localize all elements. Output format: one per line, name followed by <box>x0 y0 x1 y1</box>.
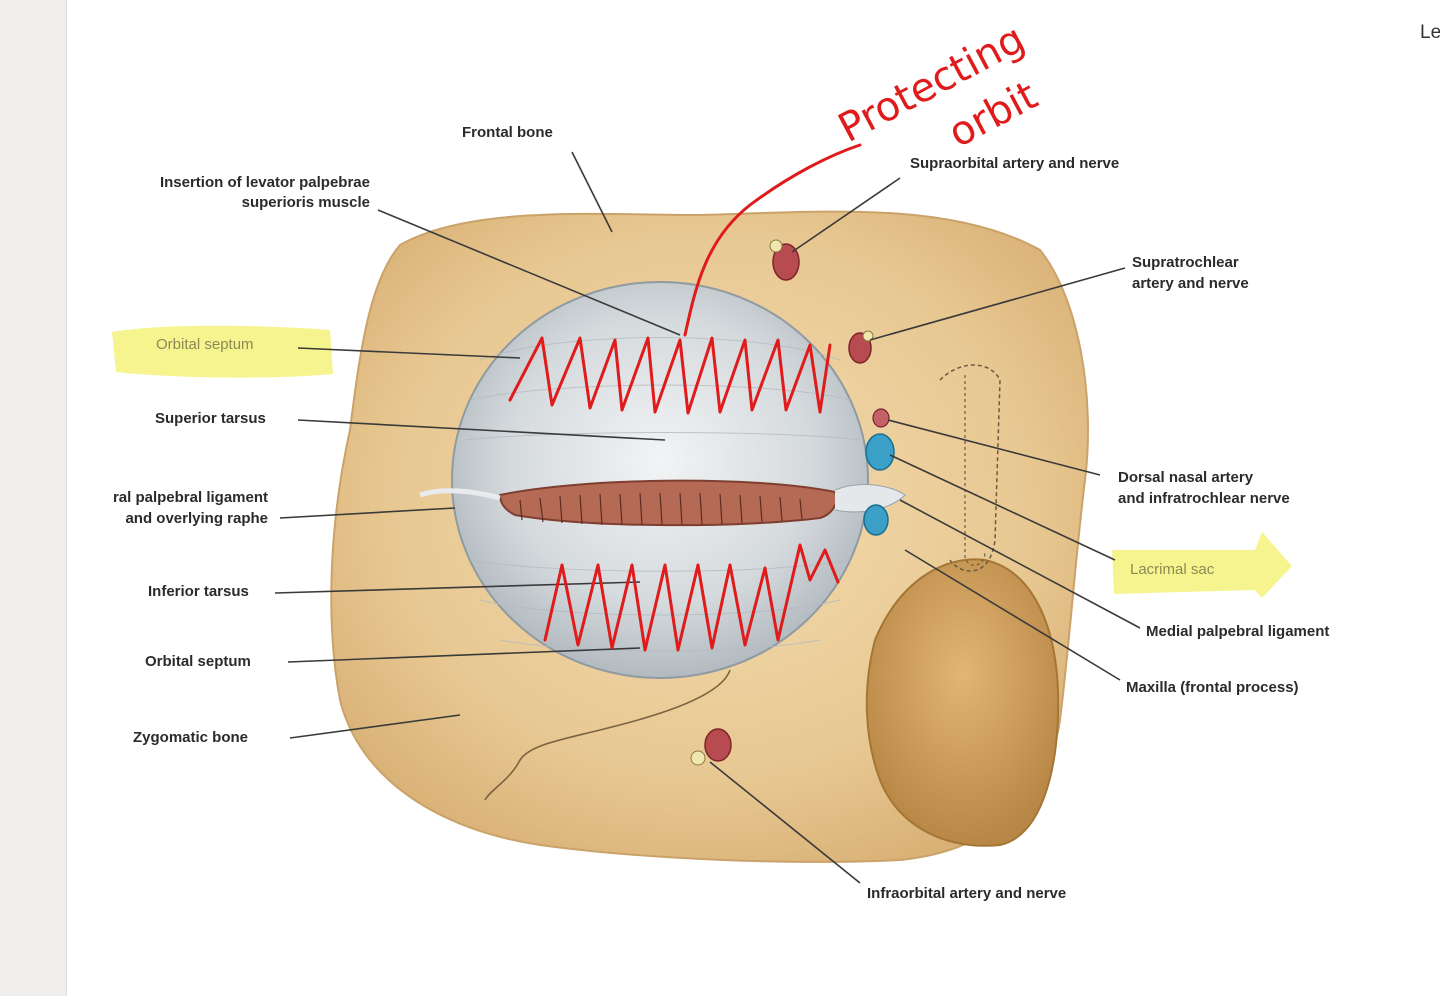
red-ink-annotation <box>508 143 862 652</box>
supraorbital-vessel <box>769 239 800 281</box>
label-supraorbital: Supraorbital artery and nerve <box>910 155 1119 172</box>
label-lateral-ligament-line1: ral palpebral ligament <box>113 489 268 506</box>
highlight-orbital-septum <box>112 325 333 378</box>
label-levator-line1: Insertion of levator palpebrae <box>160 174 370 191</box>
label-supratrochlear-line2: artery and nerve <box>1132 275 1249 292</box>
lower-lid-scribble <box>543 543 840 652</box>
annotation-pointer-line <box>683 143 862 337</box>
label-lacrimal-sac: Lacrimal sac <box>1130 561 1215 578</box>
palpebral-fissure <box>498 479 838 527</box>
medial-ligament-tissue <box>834 484 906 513</box>
frontal-process-outline <box>939 364 1001 572</box>
eyelashes <box>519 492 803 526</box>
upper-lid-scribble <box>508 336 832 415</box>
supratrochlear-vessel <box>848 330 874 364</box>
zygomatic-suture <box>484 669 731 801</box>
label-supratrochlear-line1: Supratrochlear <box>1132 254 1239 271</box>
lateral-raphe <box>419 488 501 501</box>
lacrimal-sac-upper <box>865 433 895 471</box>
label-infraorbital: Infraorbital artery and nerve <box>867 885 1066 902</box>
label-orbital-septum-upper: Orbital septum <box>156 336 254 353</box>
label-orbital-septum-lower: Orbital septum <box>145 653 251 670</box>
label-inferior-tarsus: Inferior tarsus <box>148 583 249 600</box>
label-levator-line2: superioris muscle <box>242 194 370 211</box>
dorsal-nasal-vessel <box>872 408 890 428</box>
left-gutter <box>0 0 67 996</box>
cropped-corner-text: Le <box>1420 22 1440 43</box>
label-medial-ligament: Medial palpebral ligament <box>1146 623 1329 640</box>
label-frontal-bone: Frontal bone <box>462 124 553 141</box>
label-superior-tarsus: Superior tarsus <box>155 410 266 427</box>
highlight-lacrimal-sac <box>1112 532 1292 598</box>
lacrimal-sac-lower <box>863 504 889 536</box>
label-dorsal-nasal-line2: and infratrochlear nerve <box>1118 490 1290 507</box>
label-dorsal-nasal-line1: Dorsal nasal artery <box>1118 469 1254 486</box>
frontal-process-outline-inner <box>964 375 986 566</box>
leader-lines <box>274 151 1141 884</box>
label-lateral-ligament-line2: and overlying raphe <box>125 510 268 527</box>
nasal-cavity <box>865 558 1060 847</box>
infraorbital-vessel <box>690 728 732 766</box>
label-zygomatic-bone: Zygomatic bone <box>133 729 248 746</box>
label-maxilla: Maxilla (frontal process) <box>1126 679 1299 696</box>
